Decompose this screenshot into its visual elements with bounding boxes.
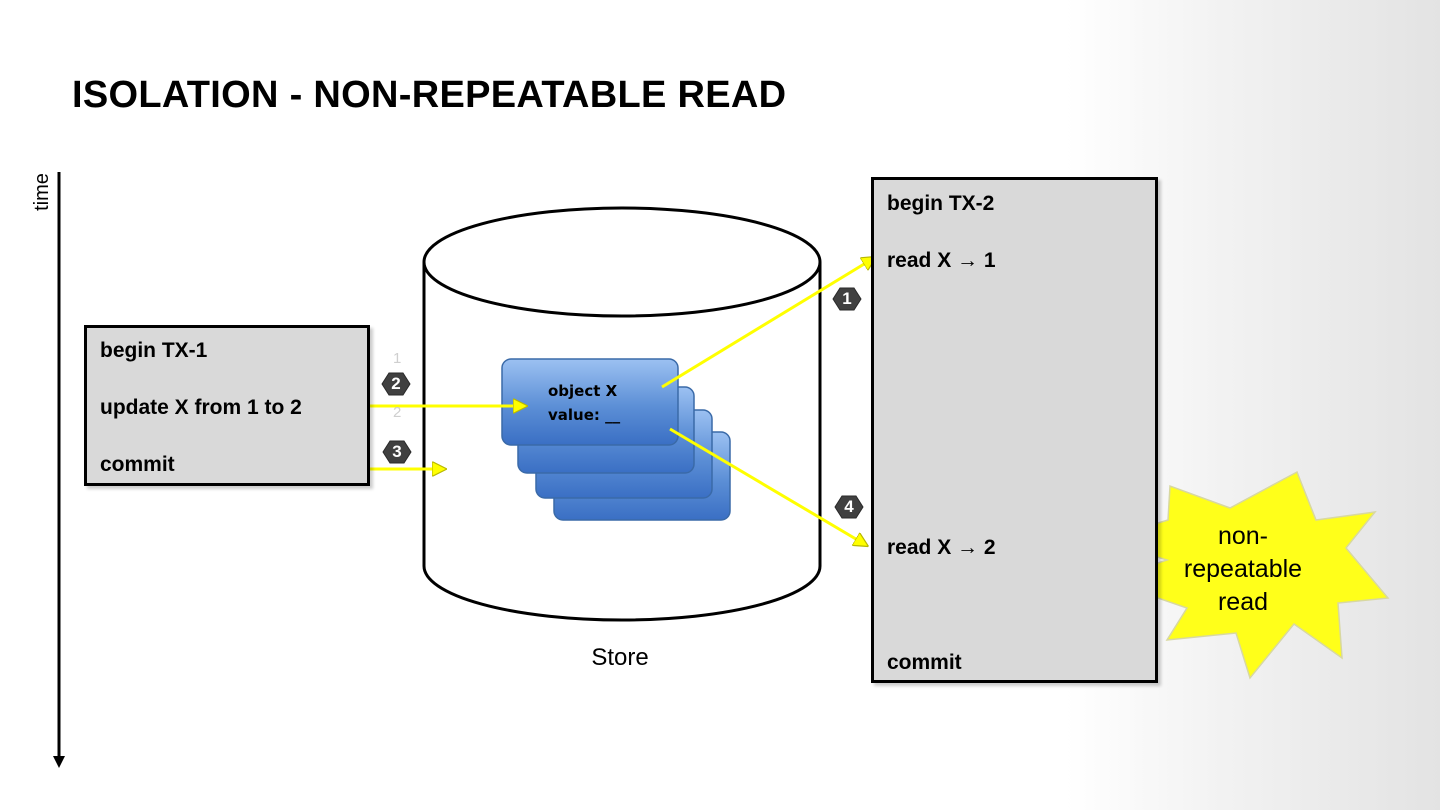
step-number-3: 3 bbox=[392, 442, 402, 461]
step-badge-3 bbox=[382, 440, 412, 464]
tx1-begin: begin TX-1 bbox=[100, 339, 208, 362]
tx2-read-1: read X → 1 bbox=[887, 249, 996, 272]
step-badge-2 bbox=[381, 372, 411, 396]
object-name: object X bbox=[548, 382, 618, 400]
time-axis-label: time bbox=[31, 173, 53, 211]
callout-line-3: read bbox=[1217, 588, 1269, 616]
step-badges bbox=[381, 287, 864, 519]
step-number-4: 4 bbox=[844, 497, 854, 516]
arrow-read-2 bbox=[669, 427, 866, 545]
tx2-box: begin TX-2 read X → 1 read X → 2 commit bbox=[871, 177, 1158, 683]
step-badge-1 bbox=[832, 287, 862, 311]
callout-text: non- repeatable read bbox=[1160, 520, 1326, 619]
step-number-1: 1 bbox=[842, 289, 852, 308]
tx2-commit: commit bbox=[887, 651, 962, 674]
store-label: Store bbox=[591, 644, 649, 671]
arrow-read-1 bbox=[661, 258, 874, 389]
tx1-commit: commit bbox=[100, 453, 175, 476]
tx1-box: begin TX-1 update X from 1 to 2 commit bbox=[84, 325, 370, 486]
object-card-stack bbox=[501, 358, 731, 521]
tx2-begin: begin TX-2 bbox=[887, 192, 995, 215]
step-badge-4 bbox=[834, 495, 864, 519]
slide-title: ISOLATION - NON-REPEATABLE READ bbox=[72, 74, 787, 116]
object-x-card bbox=[501, 358, 679, 446]
tx2-read-2: read X → 2 bbox=[887, 536, 996, 559]
object-value: value: __ bbox=[548, 406, 621, 424]
callout-line-2: repeatable bbox=[1183, 555, 1303, 583]
callout-line-1: non- bbox=[1217, 522, 1269, 550]
ghost-number-1: 1 bbox=[393, 350, 402, 367]
callout-starburst bbox=[1099, 470, 1390, 680]
tx1-update: update X from 1 to 2 bbox=[100, 396, 302, 419]
step-number-2: 2 bbox=[391, 374, 401, 393]
ghost-number-2: 2 bbox=[393, 404, 402, 421]
